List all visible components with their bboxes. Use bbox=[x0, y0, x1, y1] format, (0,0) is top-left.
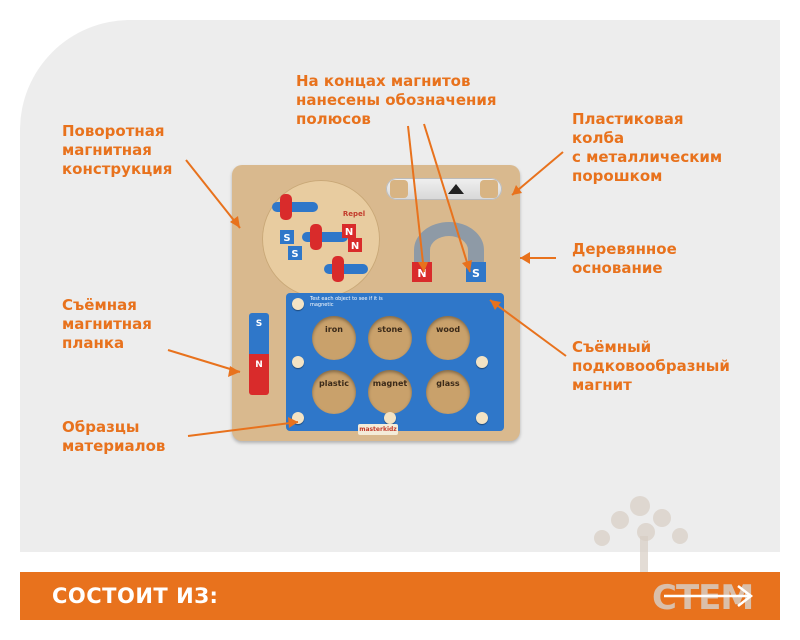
label-removable-bar: Съёмная магнитная планка bbox=[62, 296, 152, 352]
removable-magnet-bar: S N bbox=[249, 313, 269, 395]
peg bbox=[384, 412, 396, 424]
bar-pole-s: S bbox=[249, 313, 269, 354]
label-wooden-base: Деревянное основание bbox=[572, 240, 677, 277]
footer-title: СОСТОИТ ИЗ: bbox=[52, 584, 219, 608]
tree-logo-icon bbox=[594, 496, 688, 580]
bar-pole-n: N bbox=[249, 354, 269, 395]
svg-text:N: N bbox=[351, 241, 359, 252]
label-horseshoe-magnet: Съёмный подковообразный магнит bbox=[572, 338, 730, 394]
sample-iron: iron bbox=[312, 316, 356, 360]
svg-text:Repel: Repel bbox=[343, 210, 365, 218]
label-material-samples: Образцы материалов bbox=[62, 418, 166, 455]
stem-logo: СТЕМ bbox=[652, 578, 754, 618]
peg bbox=[292, 356, 304, 368]
horseshoe-magnet-icon: N S bbox=[412, 222, 486, 282]
sample-glass: glass bbox=[426, 370, 470, 414]
footer-bar bbox=[20, 572, 780, 620]
peg bbox=[292, 298, 304, 310]
sample-magnet: magnet bbox=[368, 370, 412, 414]
svg-text:S: S bbox=[291, 249, 298, 260]
svg-text:S: S bbox=[472, 267, 480, 280]
sample-plastic: plastic bbox=[312, 370, 356, 414]
samples-instruction: Test each object to see if it is magneti… bbox=[310, 296, 383, 308]
peg bbox=[476, 356, 488, 368]
label-rotating-construction: Поворотная магнитная конструкция bbox=[62, 122, 173, 178]
label-poles-marking: На концах магнитов нанесены обозначения … bbox=[296, 72, 497, 128]
svg-text:N: N bbox=[345, 227, 353, 238]
rotating-disc: S S N N Repel bbox=[262, 180, 380, 298]
sample-stone: stone bbox=[368, 316, 412, 360]
label-plastic-tube: Пластиковая колба с металлическим порошк… bbox=[572, 110, 723, 185]
sample-wood: wood bbox=[426, 316, 470, 360]
brand-badge: masterkidz bbox=[358, 424, 398, 435]
svg-text:N: N bbox=[417, 267, 426, 280]
next-arrow-button[interactable] bbox=[660, 583, 756, 609]
svg-text:S: S bbox=[283, 233, 290, 244]
peg bbox=[476, 412, 488, 424]
rotating-magnets-icon: S S N N Repel bbox=[272, 194, 368, 282]
